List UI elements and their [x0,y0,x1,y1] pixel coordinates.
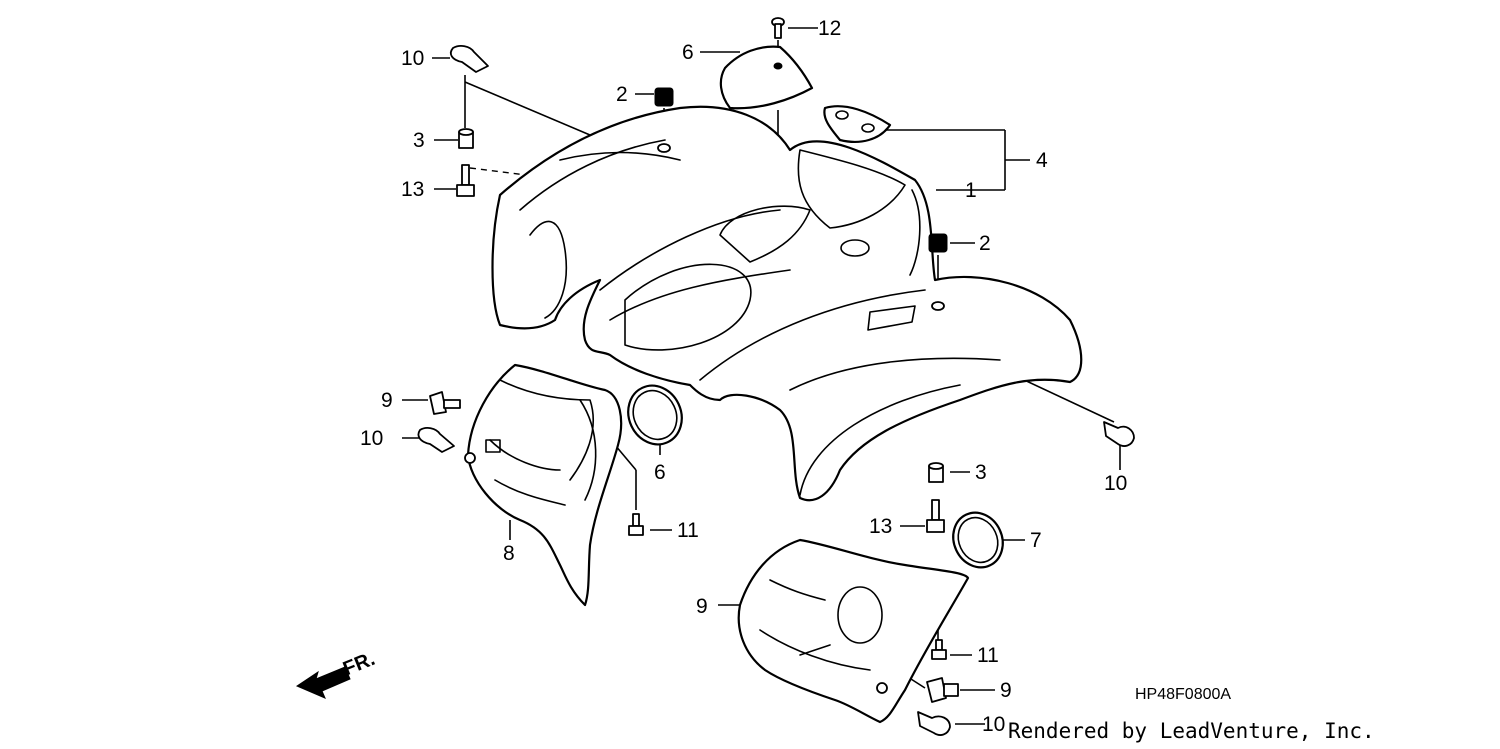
clip-part-10-bottom [917,711,951,736]
callout-13: 13 [401,178,425,201]
callout-12: 12 [818,17,842,40]
front-fender-part-1 [491,105,1083,502]
seal-ring-part-6-left [627,384,683,446]
grommet-part-2-left [654,87,674,153]
bolt-part-9-left [429,391,461,415]
callout-5: 6 [682,41,694,64]
access-lid-part-5 [719,45,814,110]
callout-2: 2 [616,83,628,106]
collar-part-3-right [928,462,944,483]
figure-code: HP48F0800A [1135,686,1232,703]
callout-3: 3 [975,461,987,484]
clip-part-10-top [449,45,489,73]
screw-part-11-left [628,513,644,536]
callout-9: 9 [1000,679,1012,702]
callout-6: 7 [1030,529,1042,552]
callout-10: 10 [982,713,1006,736]
clip-part-10-left [417,427,455,453]
leader-lines [402,27,1121,725]
callout-9: 9 [381,389,393,412]
grommet-part-2-right [928,233,948,311]
callout-13: 13 [869,515,893,538]
collar-part-3-left [458,128,474,149]
callout-10: 10 [1104,472,1128,495]
callout-11: 11 [677,519,699,542]
left-inner-panel-part-7 [464,363,623,607]
bolt-part-13-right [926,499,945,533]
bracket-part-4 [823,105,892,143]
callout-1: 1 [965,179,977,202]
bolt-part-13-left [456,164,475,197]
hardware [417,17,1135,736]
bolt-part-9-right [926,677,959,703]
callout-6: 6 [654,461,666,484]
clip-part-10-right [1103,421,1135,447]
callout-8: 9 [696,595,708,618]
callout-7: 8 [503,542,515,565]
callout-3: 3 [413,129,425,152]
callout-11: 11 [977,644,999,667]
render-credit: Rendered by LeadVenture, Inc. [1008,719,1375,743]
right-inner-panel-part-8 [737,538,970,724]
front-direction-arrow-icon [295,666,351,699]
callout-10: 10 [360,427,384,450]
screw-part-11-right [931,639,947,660]
screw-part-12 [771,17,785,39]
callout-10: 10 [401,47,425,70]
callout-4: 4 [1036,149,1048,172]
seal-ring-part-6-right [952,511,1004,569]
callout-2: 2 [979,232,991,255]
